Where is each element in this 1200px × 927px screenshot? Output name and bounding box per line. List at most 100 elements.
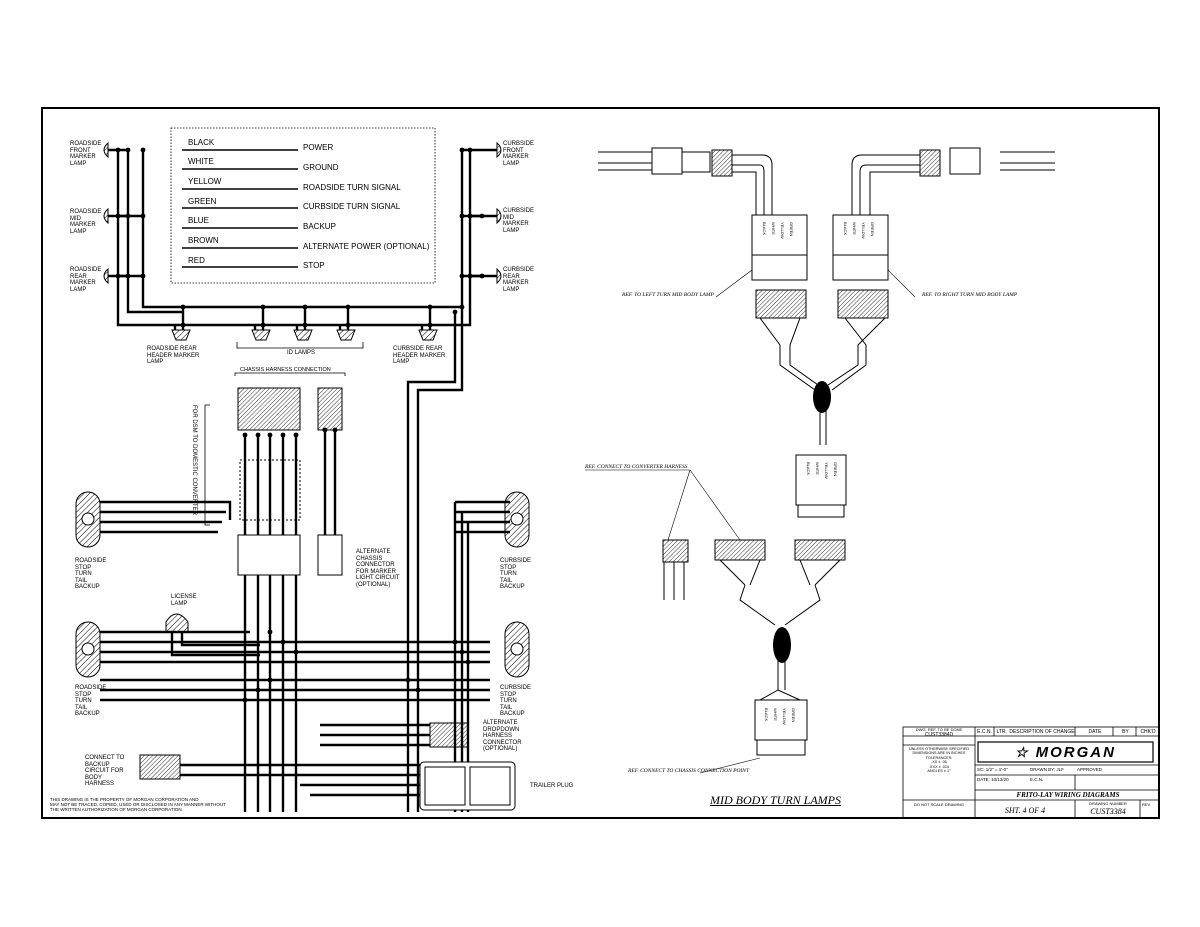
junction-dot (459, 213, 465, 219)
label-line: DROPDOWN (483, 726, 520, 733)
chassis-harness-connection-label: CHASSIS HARNESS CONNECTION (240, 367, 331, 373)
morgan-logo: ☆ MORGAN (980, 744, 1151, 761)
label-line: ROADSIDE (75, 558, 107, 564)
tb-cell: DESCRIPTION OF CHANGE (1009, 729, 1075, 735)
junction-dot (345, 322, 351, 328)
roadside-mid-marker-label: ROADSIDE MID MARKER LAMP (70, 209, 101, 235)
trailer-plug-label: TRAILER PLUG (530, 783, 574, 789)
tb-line: UNLESS OTHERWISE SPECIFIED (908, 747, 970, 751)
junction-dot (405, 677, 411, 683)
id-lamps-label: ID LAMPS (287, 350, 316, 356)
junction-dot (293, 649, 299, 655)
label-line: HEADER MARKER (393, 352, 446, 359)
label-line: MARKER (70, 154, 96, 160)
pin-label: WHITE (815, 462, 820, 475)
note-line: MAY NOT BE TRACED, COPIED, USED OR DISCL… (50, 802, 226, 807)
label-line: CONNECTOR (356, 562, 395, 568)
label-line: TURN (75, 571, 92, 577)
junction-dot (302, 304, 308, 310)
label-line: STOP (75, 691, 92, 698)
legend-function-6: STOP (303, 261, 325, 270)
junction-dot (479, 213, 485, 219)
lower-connectors (139, 722, 516, 811)
pin-label: GREEN (870, 222, 875, 237)
label-line: CURBSIDE (503, 141, 535, 147)
for-dsm-converter-label: FOR DSM TO DOMESTIC CONVERTER (191, 405, 197, 516)
label-line: MID (503, 214, 514, 221)
junction-dot (345, 304, 351, 310)
pin-label: BLACK (806, 462, 811, 476)
pin-label: WHITE (771, 222, 776, 235)
roadside-stl-lower-label: ROADSIDE STOP TURN TAIL BACKUP (75, 685, 106, 718)
legend-function-2: ROADSIDE TURN SIGNAL (303, 183, 401, 192)
curbside-rear-marker-label: CURBSIDE REAR MARKER LAMP (503, 267, 534, 293)
roadside-rear-marker-label: ROADSIDE REAR MARKER LAMP (70, 267, 101, 293)
label-line: MID (70, 215, 81, 222)
roadside-marker-lamps (103, 141, 109, 285)
pin-label: GREEN (833, 462, 838, 477)
stop-turn-tail-lamps (75, 491, 530, 678)
label-line: ROADSIDE (70, 141, 102, 147)
note-line: THE WRITTEN AUTHORIZATION OF MORGAN CORP… (50, 807, 183, 812)
junction-dot (125, 213, 131, 219)
curbside-mid-marker-label: CURBSIDE MID MARKER LAMP (503, 208, 534, 234)
junction-dot (452, 639, 458, 645)
label-line: BACKUP (75, 584, 100, 590)
tb-drawn: DRAWN BY: JLF (1030, 767, 1064, 772)
legend-color-5: BROWN (188, 236, 219, 245)
junction-dot (427, 304, 433, 310)
junction-dot (427, 322, 433, 328)
junction-dots (115, 147, 485, 703)
tb-rev-label: REV. (1142, 802, 1151, 807)
label-line: CURBSIDE (500, 558, 532, 564)
label-line: HARNESS (85, 781, 115, 787)
label-line: TURN (75, 698, 92, 704)
label-line: LAMP (503, 286, 520, 293)
label-line: FRONT (503, 147, 524, 154)
label-line: STOP (500, 564, 517, 571)
label-line: CHASSIS (356, 555, 383, 562)
label-line: FOR MARKER (356, 568, 397, 575)
junction-dot (140, 147, 146, 153)
junction-dot (260, 322, 266, 328)
label-line: LIGHT CIRCUIT (356, 575, 400, 581)
curbside-rear-header-label: CURBSIDE REAR HEADER MARKER LAMP (393, 346, 445, 366)
junction-dot (459, 304, 465, 310)
label-line: LAMP (147, 359, 164, 365)
label-line: CURBSIDE (503, 267, 535, 273)
label-line: BACKUP (85, 761, 110, 768)
junction-dot (115, 147, 121, 153)
junction-dot (180, 304, 186, 310)
label-line: STOP (500, 691, 517, 698)
legend-color-1: WHITE (188, 157, 214, 166)
label-line: ROADSIDE (70, 267, 102, 273)
right-diagram-title: MID BODY TURN LAMPS (710, 793, 841, 807)
roadside-stl-upper-label: ROADSIDE STOP TURN TAIL BACKUP (75, 558, 106, 591)
tb-ecn-header: E.C.N. LTR DESCRIPTION OF CHANGE DATE BY… (975, 729, 1159, 735)
label-line: REAR (70, 273, 87, 280)
junction-dot (415, 687, 421, 693)
license-lamp-label: LICENSE LAMP (171, 594, 197, 607)
pin-labels-bottom: BLACK WHITE YELLOW GREEN (764, 708, 796, 725)
label-line: LAMP (171, 600, 188, 607)
pin-label: YELLOW (824, 462, 829, 479)
label-line: TURN (500, 571, 517, 577)
legend-color-4: BLUE (188, 216, 209, 225)
tb-scale: SC: 1/2" = 1'-0" (977, 767, 1008, 772)
label-line: MARKER (503, 280, 529, 286)
label-line: LAMP (393, 359, 410, 365)
pin-label: BLACK (764, 708, 769, 722)
legend-function-0: POWER (303, 143, 334, 152)
junction-dot (115, 213, 121, 219)
curbside-marker-lamps (496, 141, 502, 285)
label-line: TAIL (500, 577, 513, 584)
legend-color-3: GREEN (188, 197, 217, 206)
junction-dot (293, 432, 299, 438)
ref-converter-label: REF. CONNECT TO CONVERTER HARNESS (585, 464, 688, 470)
ref-chassis-label: REF. CONNECT TO CHASSIS CONNECTION POINT (628, 768, 750, 774)
chassis-harness-connector (204, 372, 346, 576)
tb-cell: CHK'D (1140, 729, 1156, 735)
legend-function-3: CURBSIDE TURN SIGNAL (303, 202, 401, 211)
label-line: STOP (75, 564, 92, 571)
